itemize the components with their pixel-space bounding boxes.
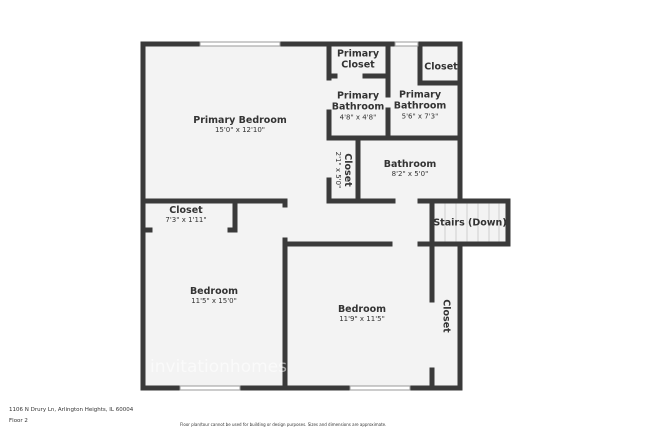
- room-primary-closet: Primary Closet: [333, 49, 383, 72]
- room-name: Primary Bathroom: [393, 89, 447, 112]
- room-name: Stairs (Down): [433, 217, 507, 229]
- room-name: Primary Bedroom: [193, 115, 287, 127]
- floor-area: [143, 44, 508, 389]
- room-closet-right: Closet: [440, 299, 452, 333]
- room-dims: 15'0" x 12'10": [214, 126, 266, 135]
- walls: [140, 41, 511, 391]
- room-closet-small: Closet: [424, 61, 457, 72]
- windows: [179, 41, 419, 391]
- room-dims: 8'2" x 5'0": [391, 170, 429, 179]
- room-dims: 11'5" x 15'0": [191, 297, 237, 306]
- room-name: Closet: [169, 205, 203, 217]
- room-dims: 2'1" x 5'0": [333, 151, 342, 189]
- disclaimer: Floor plan/tour cannot be used for build…: [180, 422, 387, 427]
- room-dims: 5'6" x 7'3": [401, 112, 439, 121]
- room-dims: 4'8" x 4'8": [339, 113, 377, 122]
- room-name: Primary Bathroom: [331, 90, 385, 113]
- room-name: Closet: [440, 299, 452, 333]
- watermark: invitationhomes: [150, 357, 287, 377]
- room-name: Primary Closet: [336, 48, 380, 71]
- room-name: Bathroom: [383, 159, 437, 171]
- room-name: Closet: [424, 61, 458, 73]
- room-dims: 11'9" x 11'5": [339, 315, 385, 324]
- floor-label: Floor 2: [9, 418, 28, 424]
- room-dims: 7'3" x 1'11": [165, 216, 207, 225]
- address: 1106 N Drury Ln, Arlington Heights, IL 6…: [9, 407, 134, 413]
- room-stairs: Stairs (Down): [433, 217, 506, 228]
- stair-treads: [444, 203, 500, 242]
- room-name: Bedroom: [337, 304, 387, 316]
- room-name: Bedroom: [189, 286, 239, 298]
- room-name: Closet: [341, 153, 353, 187]
